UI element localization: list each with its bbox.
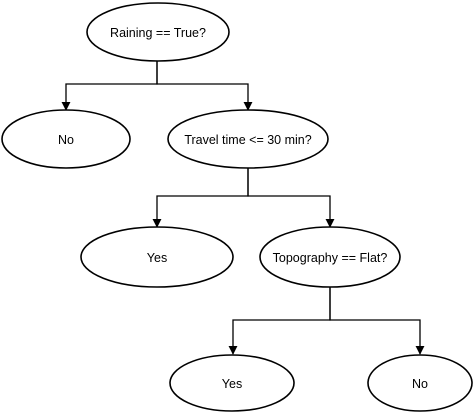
node-label: Topography == Flat? [273, 251, 388, 265]
node-label: Travel time <= 30 min? [184, 133, 311, 147]
decision-node-topography: Topography == Flat? [259, 226, 401, 288]
node-label: Yes [222, 377, 242, 391]
node-label: No [58, 133, 74, 147]
leaf-node-no-flat: No [367, 354, 473, 412]
leaf-node-yes-short-travel: Yes [80, 226, 234, 288]
leaf-node-yes-flat: Yes [169, 354, 295, 412]
edge-topography-to-no [329, 287, 425, 355]
edge-topography-to-yes [228, 287, 331, 355]
node-label: No [412, 377, 428, 391]
edge-travel-time-to-topography [247, 167, 335, 228]
decision-node-raining: Raining == True? [86, 2, 230, 62]
node-label: Raining == True? [110, 26, 206, 40]
edge-root-to-no [61, 60, 158, 111]
edge-root-to-travel-time [156, 60, 253, 111]
leaf-node-no: No [1, 109, 131, 169]
node-label: Yes [147, 251, 167, 265]
decision-node-travel-time: Travel time <= 30 min? [167, 109, 329, 169]
edges [61, 60, 425, 355]
edge-travel-time-to-yes [152, 167, 249, 228]
